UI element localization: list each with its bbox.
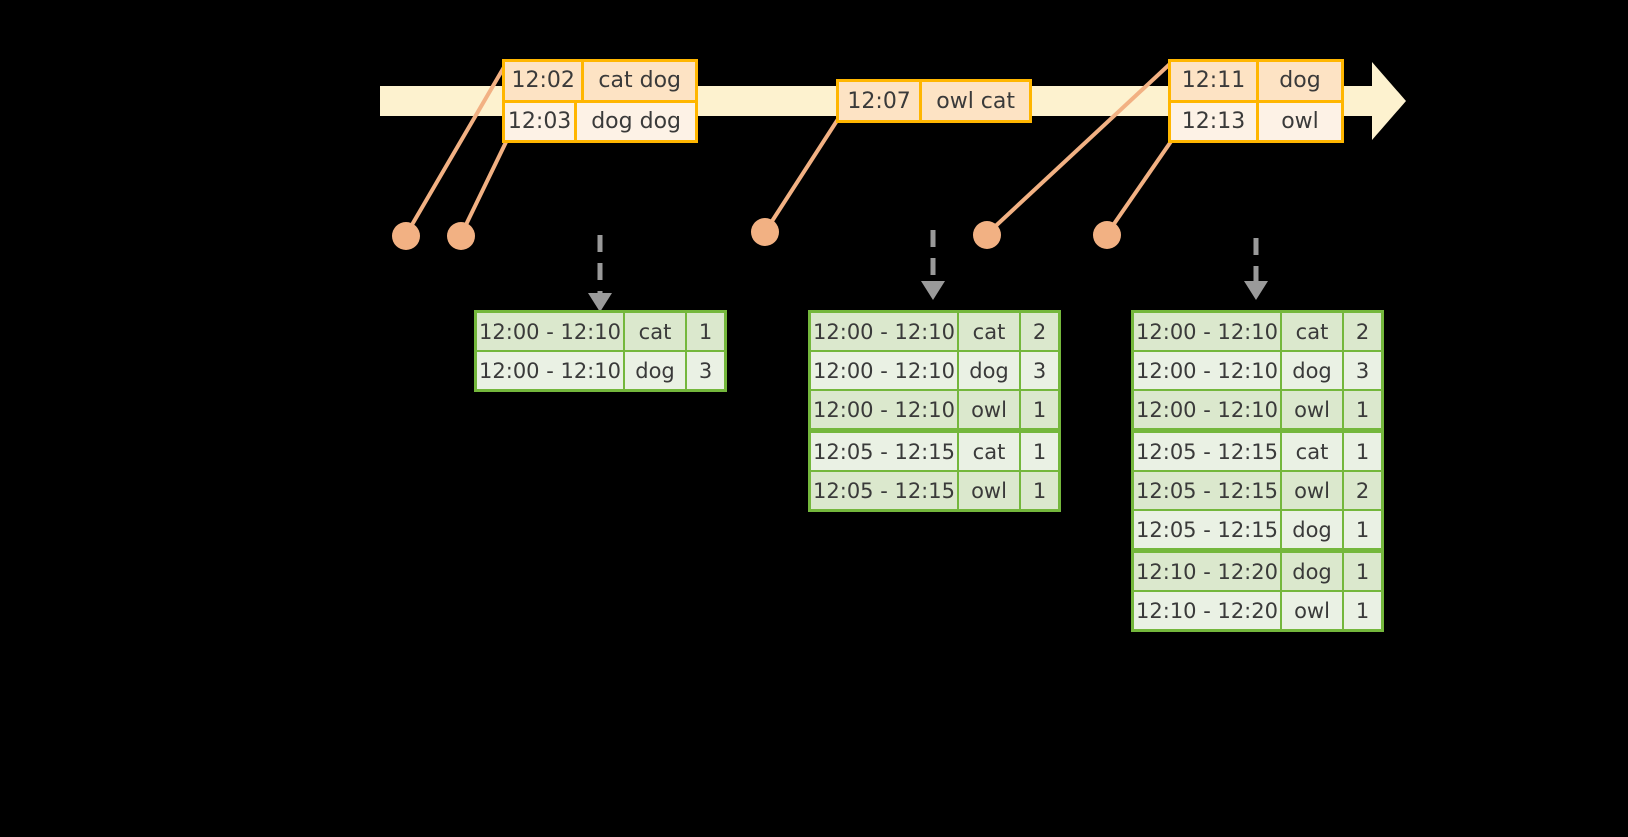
- cell-word: owl: [1282, 391, 1344, 428]
- event-words: owl: [1259, 102, 1341, 140]
- event-time: 12:07: [839, 82, 923, 120]
- event-time: 12:02: [505, 62, 585, 100]
- event-time: 12:03: [505, 102, 578, 140]
- cell-window: 12:00 - 12:10: [811, 352, 959, 389]
- event-row: 12:02 cat dog: [505, 62, 695, 100]
- cell-count: 1: [1344, 592, 1381, 629]
- cell-window: 12:05 - 12:15: [1134, 472, 1282, 509]
- cell-word: owl: [1282, 472, 1344, 509]
- trigger-arrowhead-2: [921, 281, 945, 300]
- event-row: 12:03 dog dog: [505, 99, 695, 140]
- event-words: dog: [1259, 62, 1341, 100]
- cell-word: owl: [1282, 592, 1344, 629]
- trigger-arrowhead-3: [1244, 281, 1268, 300]
- event-dot: [973, 221, 1001, 249]
- event-words: dog dog: [577, 102, 695, 140]
- cell-count: 1: [1021, 433, 1058, 470]
- cell-window: 12:00 - 12:10: [1134, 352, 1282, 389]
- cell-count: 3: [1021, 352, 1058, 389]
- event-time: 12:11: [1171, 62, 1259, 100]
- cell-count: 3: [1344, 352, 1381, 389]
- cell-word: dog: [1282, 553, 1344, 590]
- cell-window: 12:00 - 12:10: [1134, 391, 1282, 428]
- event-time: 12:13: [1171, 102, 1259, 140]
- cell-word: owl: [959, 391, 1021, 428]
- cell-word: cat: [959, 433, 1021, 470]
- cell-window: 12:00 - 12:10: [477, 352, 625, 389]
- cell-word: cat: [625, 313, 687, 350]
- event-box-3[interactable]: 12:11 dog 12:13 owl: [1168, 59, 1344, 143]
- cell-count: 1: [687, 313, 724, 350]
- cell-word: cat: [959, 313, 1021, 350]
- cell-window: 12:00 - 12:10: [1134, 313, 1282, 350]
- cell-count: 1: [1344, 391, 1381, 428]
- cell-count: 1: [1021, 472, 1058, 509]
- event-box-1[interactable]: 12:02 cat dog 12:03 dog dog: [502, 59, 698, 143]
- event-dot: [751, 218, 779, 246]
- cell-count: 2: [1344, 472, 1381, 509]
- cell-count: 2: [1021, 313, 1058, 350]
- event-row: 12:13 owl: [1171, 99, 1341, 140]
- cell-window: 12:10 - 12:20: [1134, 592, 1282, 629]
- connector-line: [459, 139, 509, 236]
- cell-word: dog: [1282, 511, 1344, 548]
- event-words: cat dog: [584, 62, 695, 100]
- cell-word: cat: [1282, 313, 1344, 350]
- cell-count: 3: [687, 352, 724, 389]
- cell-count: 1: [1344, 553, 1381, 590]
- cell-window: 12:00 - 12:10: [811, 391, 959, 428]
- event-dot: [447, 222, 475, 250]
- event-row: 12:11 dog: [1171, 62, 1341, 100]
- event-dot: [392, 222, 420, 250]
- connector-line: [1105, 138, 1174, 236]
- cell-window: 12:05 - 12:15: [1134, 511, 1282, 548]
- cell-word: owl: [959, 472, 1021, 509]
- cell-window: 12:05 - 12:15: [1134, 433, 1282, 470]
- cell-word: dog: [625, 352, 687, 389]
- event-dot: [1093, 221, 1121, 249]
- cell-window: 12:00 - 12:10: [811, 313, 959, 350]
- cell-window: 12:00 - 12:10: [477, 313, 625, 350]
- cell-window: 12:05 - 12:15: [811, 433, 959, 470]
- cell-count: 1: [1344, 433, 1381, 470]
- event-words: owl cat: [922, 82, 1029, 120]
- cell-count: 1: [1021, 391, 1058, 428]
- event-row: 12:07 owl cat: [839, 82, 1029, 120]
- cell-word: dog: [1282, 352, 1344, 389]
- cell-count: 2: [1344, 313, 1381, 350]
- cell-word: cat: [1282, 433, 1344, 470]
- cell-window: 12:10 - 12:20: [1134, 553, 1282, 590]
- cell-word: dog: [959, 352, 1021, 389]
- cell-window: 12:05 - 12:15: [811, 472, 959, 509]
- event-box-2[interactable]: 12:07 owl cat: [836, 79, 1032, 123]
- cell-count: 1: [1344, 511, 1381, 548]
